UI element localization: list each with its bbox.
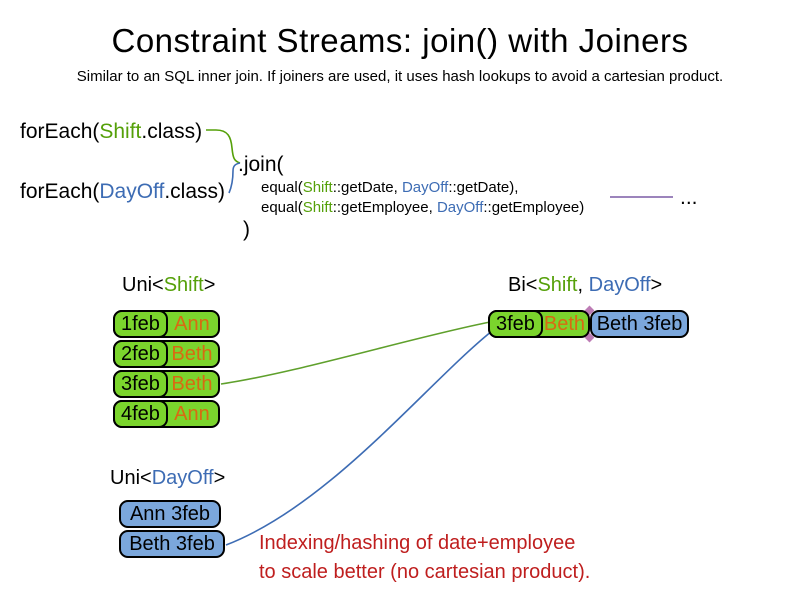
code-text: ::getEmployee,: [332, 199, 437, 216]
uni-shift-label: Uni<Shift>: [122, 274, 215, 297]
shift-row-4feb-ann: 4feb Ann: [113, 400, 220, 428]
shift-token: Shift: [302, 199, 333, 216]
shift-date-cell: 2feb: [113, 340, 168, 368]
code-joiner-equal-employee: equal(Shift::getEmployee, DayOff::getEmp…: [261, 199, 584, 216]
code-text: forEach(: [20, 120, 100, 143]
label-text: >: [203, 274, 216, 296]
label-text: Uni<: [122, 274, 164, 296]
bi-label: Bi<Shift, DayOff>: [508, 274, 662, 297]
code-text: ::getDate,: [332, 179, 402, 196]
shift-employee-cell: Beth: [543, 312, 586, 335]
shift-row-3feb-beth: 3feb Beth: [113, 370, 220, 398]
annotation-line: to scale better (no cartesian product).: [259, 561, 591, 583]
code-foreach-dayoff: forEach(DayOff.class): [20, 180, 225, 204]
join-brace-dayoff-line: [228, 162, 241, 194]
page-subtitle: Similar to an SQL inner join. If joiners…: [76, 68, 724, 85]
uni-dayoff-label: Uni<DayOff>: [110, 467, 225, 490]
code-text: ::getDate),: [448, 179, 519, 196]
shift-date-cell: 1feb: [113, 310, 168, 338]
code-text: .class): [164, 180, 226, 203]
code-text: ::getEmployee): [483, 199, 585, 216]
join-brace-shift-line: [206, 129, 241, 164]
annotation-line: Indexing/hashing of date+employee: [259, 532, 576, 554]
shift-token: Shift: [302, 179, 333, 196]
code-text: .class): [141, 120, 203, 143]
dayoff-token: DayOff: [151, 467, 214, 489]
shift-employee-cell: Beth: [171, 342, 213, 365]
label-text: ,: [577, 274, 589, 296]
bi-shift-part: 3feb Beth: [488, 310, 590, 338]
page-title: Constraint Streams: join() with Joiners: [111, 22, 689, 59]
code-join-open: .join(: [238, 153, 284, 176]
code-text: equal(: [261, 199, 303, 216]
dayoff-row-beth-3feb: Beth 3feb: [119, 530, 225, 558]
bi-dayoff-part: Beth 3feb: [590, 310, 689, 338]
shift-class-token: Shift: [99, 120, 142, 143]
dayoff-to-bi-curve: [225, 330, 493, 546]
label-text: >: [650, 274, 663, 296]
dayoff-row-ann-3feb: Ann 3feb: [119, 500, 221, 528]
shift-row-1feb-ann: 1feb Ann: [113, 310, 220, 338]
shift-employee-cell: Beth: [171, 372, 213, 395]
shift-row-2feb-beth: 2feb Beth: [113, 340, 220, 368]
label-text: >: [213, 467, 226, 489]
shift-employee-cell: Ann: [174, 312, 210, 335]
shift-date-cell: 4feb: [113, 400, 168, 428]
code-joiner-equal-date: equal(Shift::getDate, DayOff::getDate),: [261, 179, 518, 196]
code-text: forEach(: [20, 180, 100, 203]
code-foreach-shift: forEach(Shift.class): [20, 120, 202, 144]
code-join-close: ): [243, 218, 250, 241]
shift-date-cell: 3feb: [488, 310, 543, 338]
shift-employee-cell: Ann: [174, 402, 210, 425]
label-text: Uni<: [110, 467, 152, 489]
shift-to-bi-curve: [220, 321, 491, 385]
shift-token: Shift: [537, 274, 578, 296]
shift-date-cell: 3feb: [113, 370, 168, 398]
shift-token: Shift: [163, 274, 204, 296]
dayoff-class-token: DayOff: [99, 180, 165, 203]
dayoff-token: DayOff: [436, 199, 484, 216]
code-text: equal(: [261, 179, 303, 196]
code-ellipsis: ...: [680, 186, 698, 209]
dayoff-token: DayOff: [588, 274, 651, 296]
dayoff-token: DayOff: [401, 179, 449, 196]
indexing-annotation: Indexing/hashing of date+employee to sca…: [259, 529, 590, 587]
label-text: Bi<: [508, 274, 538, 296]
